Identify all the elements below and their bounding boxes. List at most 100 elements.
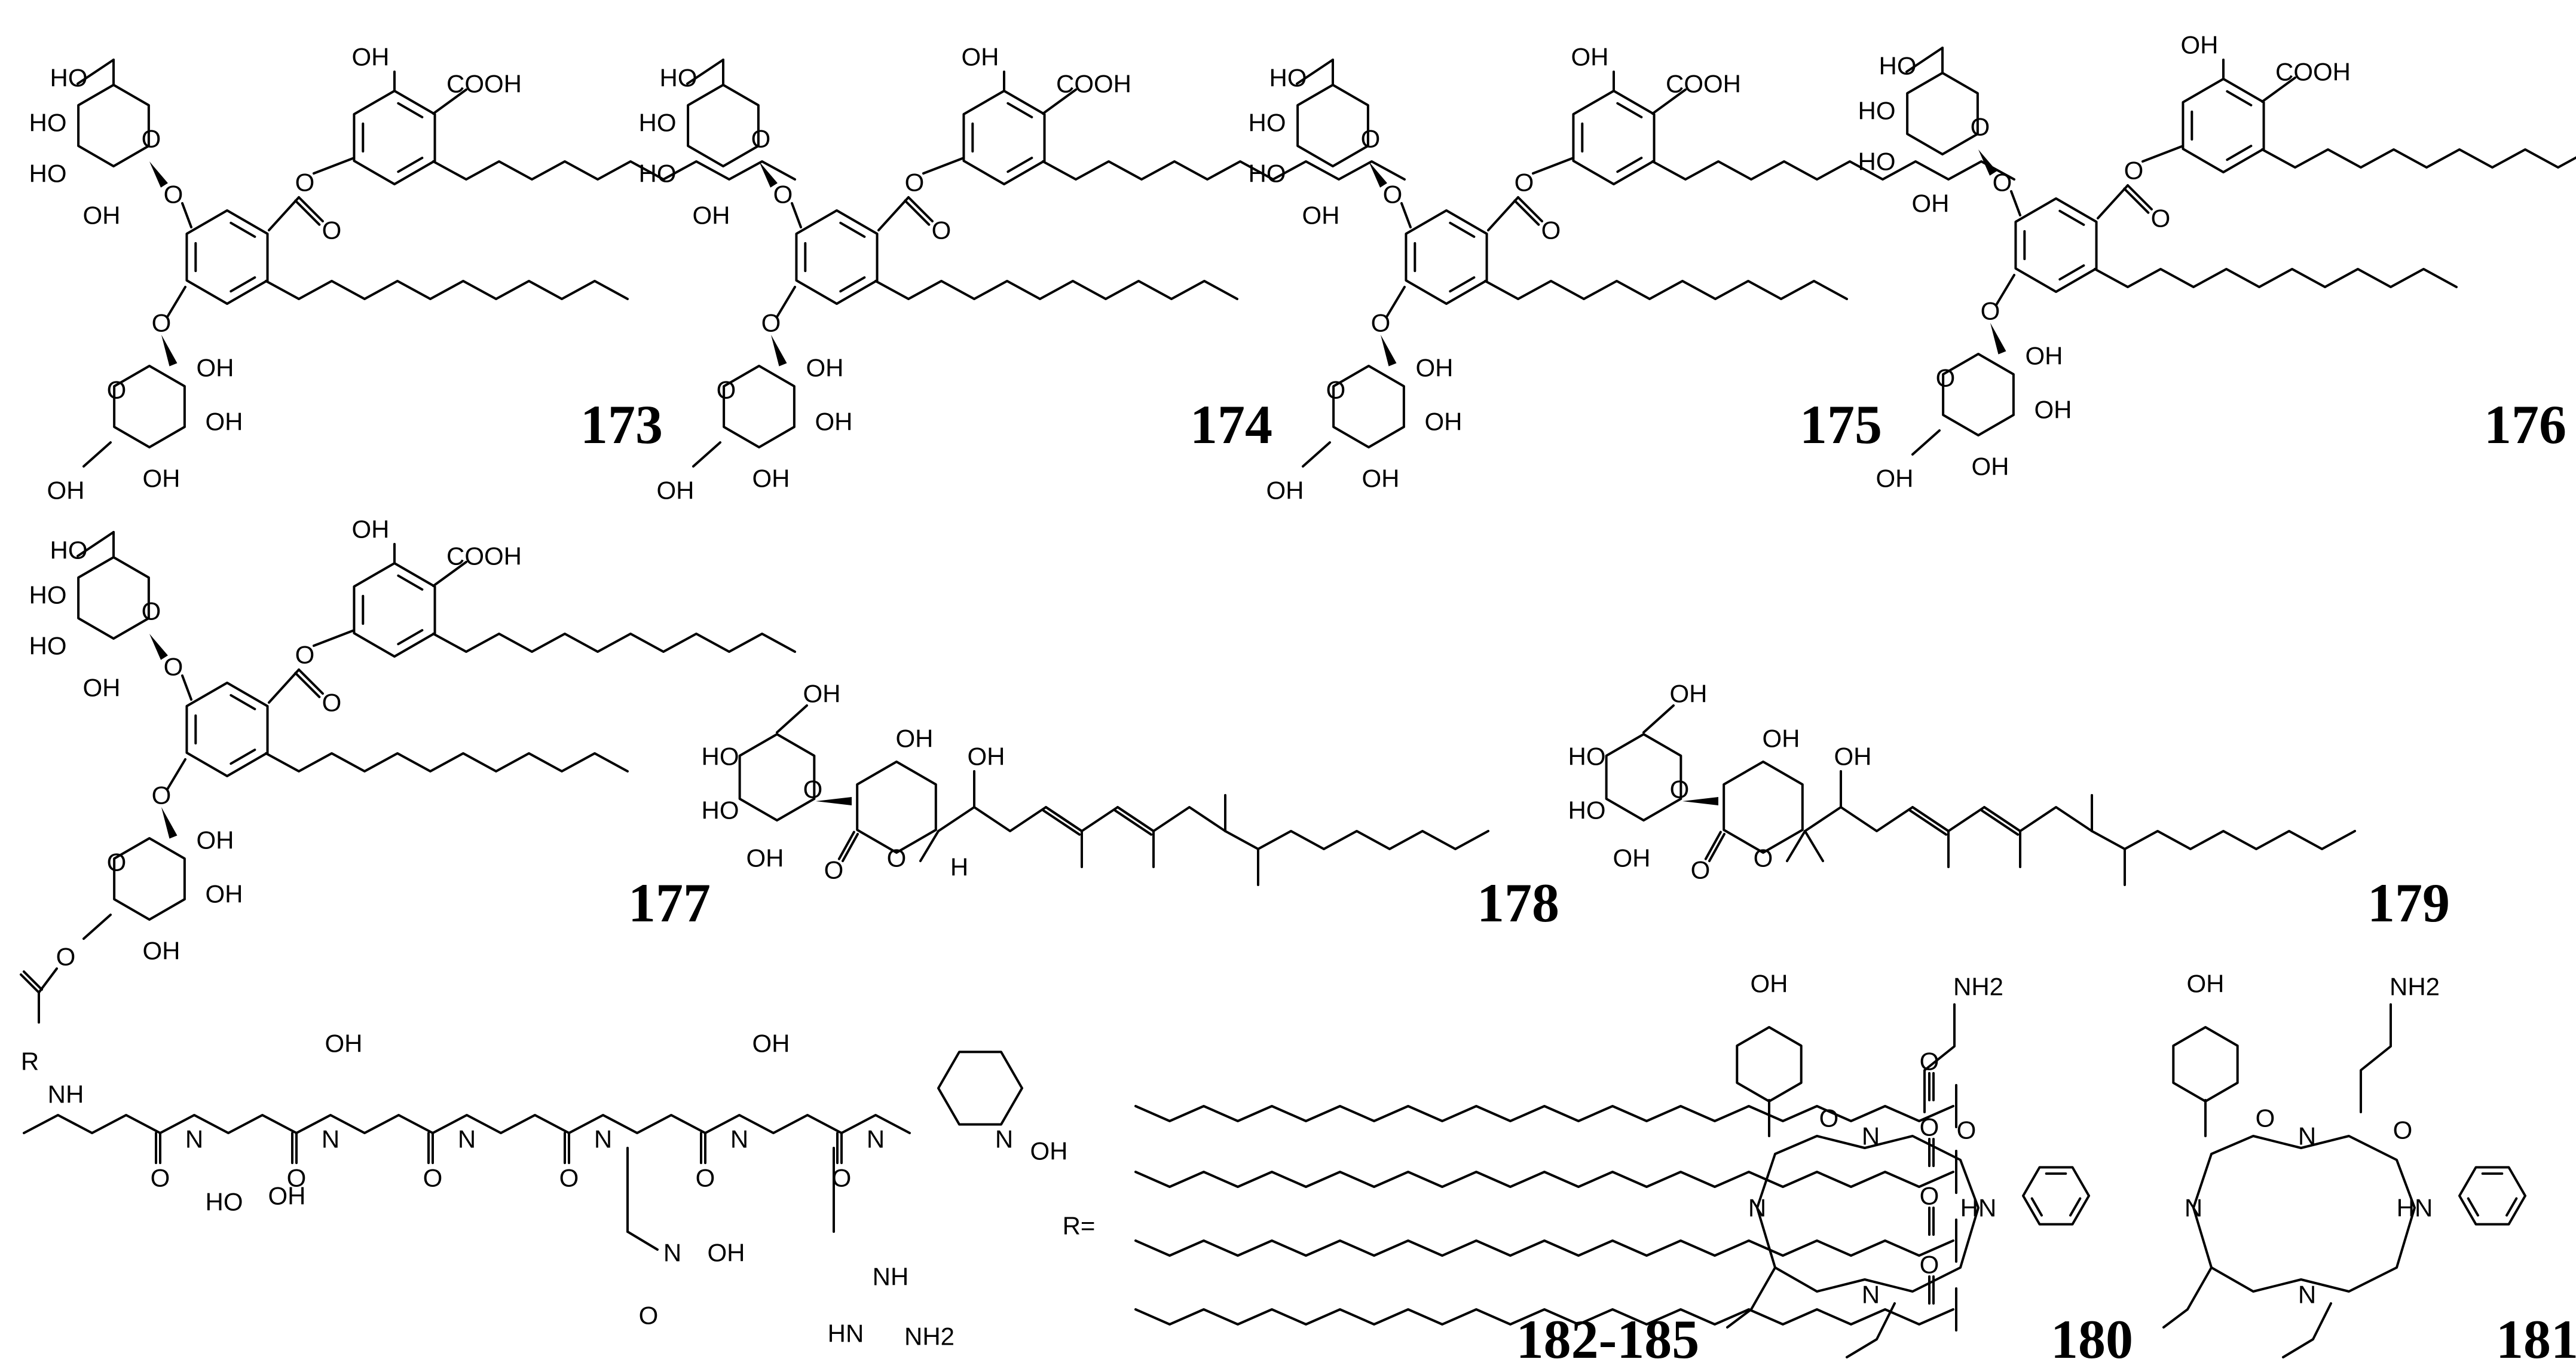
- aromatic-bond: [1616, 102, 1643, 118]
- carboxylic-acid-label: COOH: [2275, 58, 2351, 86]
- ring: [2172, 1026, 2239, 1103]
- ring-oxygen: O: [1936, 364, 1956, 392]
- hydroxyl-label: OH: [83, 674, 121, 702]
- double-bond: [1517, 196, 1543, 222]
- hydroxyl-label: HO: [1568, 796, 1606, 825]
- hydroxamate-nitrogen: N: [663, 1239, 681, 1267]
- bond: [166, 286, 186, 318]
- ch2oh-bond: [686, 59, 724, 85]
- alkyl-chain: [1484, 280, 1848, 300]
- hydroxyl-label: OH: [1613, 844, 1651, 872]
- carbonyl-oxygen: O: [832, 1164, 852, 1192]
- amide-nitrogen: N: [2298, 1122, 2316, 1150]
- amide-nitrogen: N: [594, 1125, 612, 1153]
- wedge-bond: [161, 807, 178, 839]
- hydroxyl-label: OH: [47, 477, 85, 505]
- aromatic-bond: [1449, 221, 1476, 238]
- methyl-bond: [1786, 830, 1806, 862]
- acyl-chain: [1134, 1239, 1954, 1257]
- double-bond: [837, 830, 855, 860]
- glycosidic-oxygen: O: [1383, 181, 1403, 209]
- aromatic-bond: [397, 102, 424, 118]
- alkyl-branch: [1726, 1266, 1776, 1329]
- polyene-chain: [937, 806, 1226, 832]
- double-bond: [2127, 184, 2153, 210]
- hydroxyl-label: HO: [1269, 64, 1307, 92]
- wedge-bond: [759, 161, 778, 188]
- acid-bond: [2261, 77, 2296, 103]
- amine-label: NH: [873, 1263, 909, 1291]
- hydroxyl-label: OH: [143, 465, 180, 493]
- aromatic-bond: [2058, 209, 2085, 226]
- ring: [1942, 353, 2015, 436]
- hydroxyl-label: OH: [968, 743, 1005, 771]
- alkyl-branch: [2162, 1266, 2213, 1329]
- hydroxyl-label: OH: [1763, 725, 1800, 753]
- wedge-bond: [149, 634, 168, 660]
- hydroxyl-label: OH: [1912, 190, 1950, 218]
- amide-nitrogen: N: [458, 1125, 476, 1153]
- hydroxyl-label: OH: [1425, 408, 1463, 436]
- ch2-bond: [82, 441, 112, 468]
- double-bond: [294, 671, 321, 698]
- ring: [962, 90, 1046, 185]
- hydroxyl-label: OH: [752, 1030, 790, 1058]
- ring: [856, 761, 937, 854]
- bond: [2141, 145, 2183, 163]
- carbonyl-oxygen: O: [287, 1164, 307, 1192]
- hydroxyl-label: OH: [197, 826, 234, 854]
- amide-nitrogen: N: [867, 1125, 885, 1153]
- ring: [937, 1051, 1023, 1126]
- ring: [1723, 761, 1804, 854]
- amine-label: NH: [48, 1080, 84, 1109]
- hydroxyl-label: OH: [83, 201, 121, 230]
- acyl-chain: [1134, 1308, 1954, 1326]
- ester-oxygen: O: [56, 943, 76, 971]
- aromatic-bond: [230, 276, 256, 293]
- ring: [1405, 209, 1488, 305]
- hydroxyl-label: HO: [50, 536, 88, 564]
- alkyl-chain: [265, 280, 629, 300]
- bond: [1532, 157, 1573, 175]
- alkyl-branch: [1846, 1302, 1896, 1358]
- compound-number-173: 173: [580, 394, 663, 455]
- wedge-bond: [1381, 335, 1397, 367]
- hydroxyl-label: OH: [352, 43, 390, 71]
- hydroxyl-label: OH: [1670, 680, 1708, 708]
- double-bond: [1045, 806, 1083, 832]
- ring-oxygen: O: [1670, 775, 1690, 804]
- imine-label: HN: [828, 1320, 864, 1348]
- amide-nitrogen: HN: [1960, 1194, 1997, 1222]
- hydroxyl-label: OH: [206, 880, 243, 908]
- glycosidic-oxygen: O: [164, 653, 183, 681]
- alkyl-chain: [432, 160, 796, 181]
- hydroxyl-label: HO: [1858, 97, 1896, 125]
- glycosidic-oxygen: O: [761, 309, 781, 337]
- carbonyl-oxygen: O: [2393, 1116, 2413, 1144]
- alkyl-branch: [2282, 1302, 2332, 1358]
- ring: [113, 365, 186, 448]
- aromatic-bond: [2058, 264, 2085, 281]
- amide-nitrogen: N: [1862, 1281, 1880, 1309]
- alkyl-chain: [2091, 830, 2356, 850]
- hydroxyl-label: OH: [1571, 43, 1609, 71]
- bond: [2010, 190, 2021, 216]
- aromatic-bond: [1449, 276, 1476, 293]
- alkyl-chain: [2094, 268, 2458, 288]
- ch2oh-bond: [77, 59, 115, 85]
- ring-oxygen: O: [107, 376, 127, 404]
- aromatic-bond: [1616, 157, 1643, 173]
- hydroxyl-label: HO: [1568, 743, 1606, 771]
- hydroxyl-label: OH: [803, 680, 841, 708]
- wedge-bond: [161, 335, 178, 367]
- hydroxyl-label: HO: [29, 632, 67, 660]
- carbonyl-oxygen: O: [1920, 1182, 1939, 1210]
- hydroxyl-label: OH: [2187, 970, 2225, 998]
- ring-oxygen: O: [142, 125, 161, 153]
- ester-bond: [268, 196, 300, 231]
